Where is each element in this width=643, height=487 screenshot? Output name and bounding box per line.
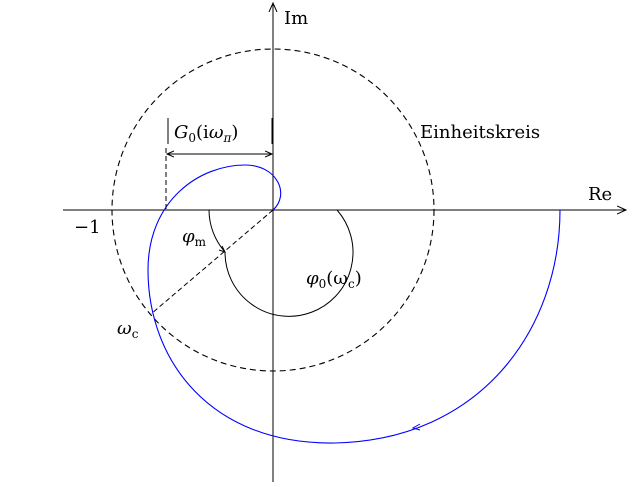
im-axis-label: Im bbox=[284, 8, 308, 29]
re-axis-label: Re bbox=[588, 184, 612, 205]
curve-direction-arrow bbox=[411, 423, 421, 431]
unit-circle-label: Einheitskreis bbox=[420, 122, 540, 143]
crossover-line bbox=[150, 209, 274, 315]
phase-crossover-label: φ0(ωc) bbox=[306, 268, 362, 291]
phase-crossover-arc bbox=[224, 209, 354, 317]
phase-margin-arc bbox=[208, 209, 226, 253]
crossover-frequency-label: ωc bbox=[117, 318, 139, 341]
svg-text:G0(iωπ): G0(iωπ) bbox=[174, 122, 238, 145]
nyquist-curve bbox=[147, 164, 561, 444]
minus-one-label: −1 bbox=[74, 217, 101, 238]
gain-margin-label: G0(iωπ) bbox=[167, 118, 273, 145]
phase-margin-label: φm bbox=[182, 226, 207, 249]
